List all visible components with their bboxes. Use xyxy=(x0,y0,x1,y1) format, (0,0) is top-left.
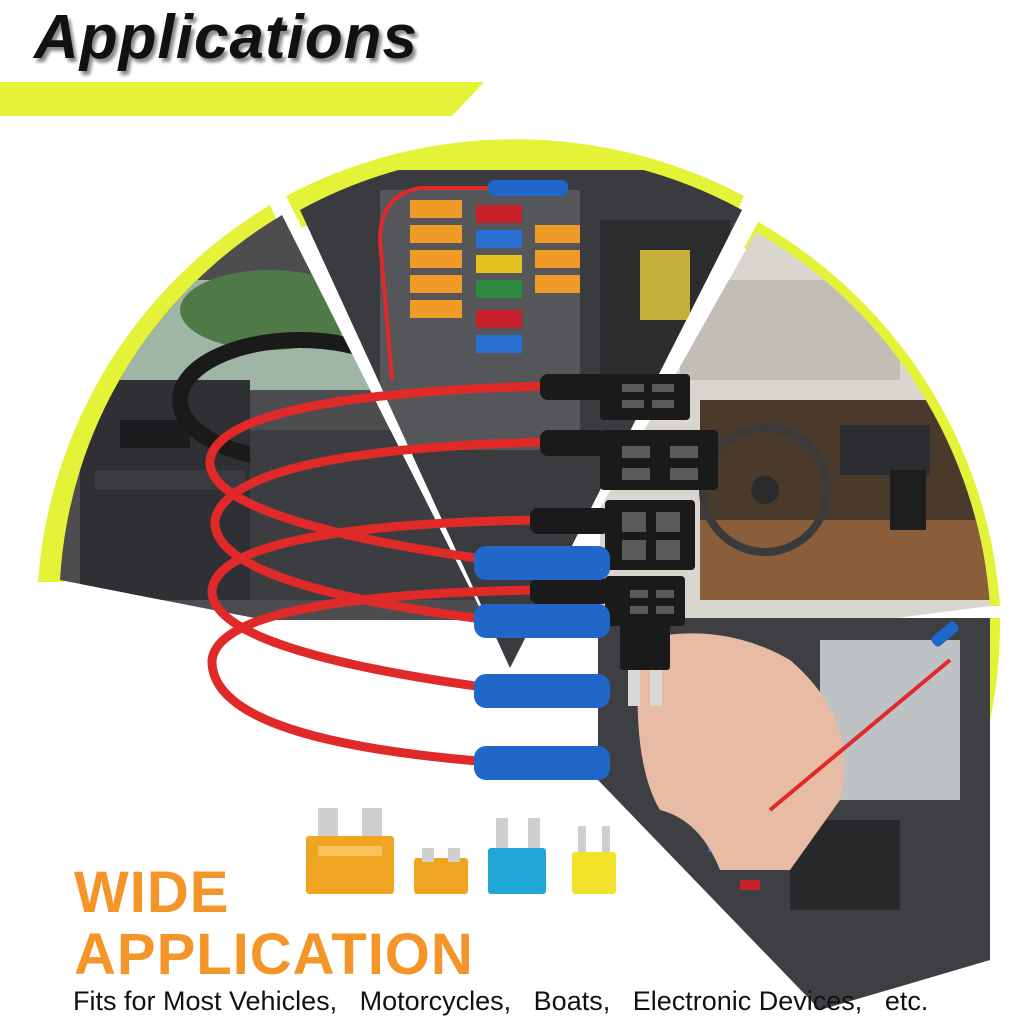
fuse-tap-wires xyxy=(205,381,550,767)
title-accent-bar xyxy=(0,82,484,116)
page-title: Applications xyxy=(34,3,419,72)
mini-fuse-icon xyxy=(488,818,546,894)
micro2-fuse-icon xyxy=(572,826,616,894)
applications-illustration xyxy=(38,139,1001,1010)
standard-blade-fuse-icon xyxy=(306,808,394,894)
engine-bay-icon xyxy=(598,618,990,1010)
caption-item-electronic-devices: Electronic Devices, xyxy=(632,986,863,1016)
headline-line-2: APPLICATION xyxy=(74,922,474,987)
caption-item-etc: etc. xyxy=(884,986,929,1016)
low-profile-fuse-icon xyxy=(414,848,468,894)
caption-item-vehicles: Fits for Most Vehicles, xyxy=(73,986,338,1016)
fuse-tap-holders xyxy=(530,374,718,706)
caption-item-motorcycles: Motorcycles, xyxy=(359,986,512,1016)
butt-connectors xyxy=(474,546,610,780)
applications-caption: Fits for Most Vehicles, Motorcycles, Boa… xyxy=(73,986,928,1017)
headline-line-1: WIDE xyxy=(74,860,230,925)
caption-item-boats: Boats, xyxy=(533,986,611,1016)
